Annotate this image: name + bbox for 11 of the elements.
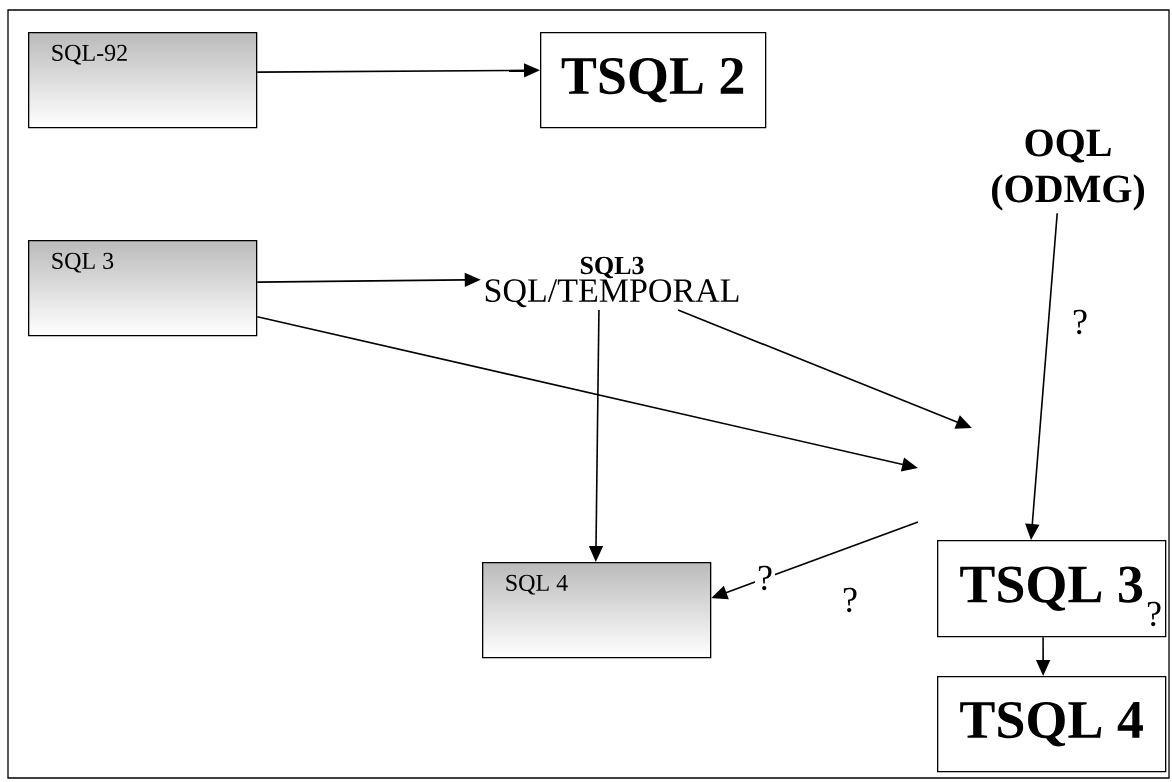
language-box: SQL-92 [28, 32, 258, 129]
edge-label: ? [755, 563, 775, 593]
language-label: SQL3 SQL/TEMPORAL [485, 256, 739, 308]
language-box: SQL 4 [482, 562, 712, 659]
language-box: SQL 3 [28, 240, 258, 337]
edge-label: ? [1070, 307, 1090, 337]
question-mark: ? [1147, 601, 1161, 627]
language-box: TSQL 2 [540, 32, 767, 129]
language-box: TSQL 4 [937, 676, 1167, 773]
language-label: OQL (ODMG) [992, 129, 1144, 211]
question-mark: ? [843, 587, 857, 613]
